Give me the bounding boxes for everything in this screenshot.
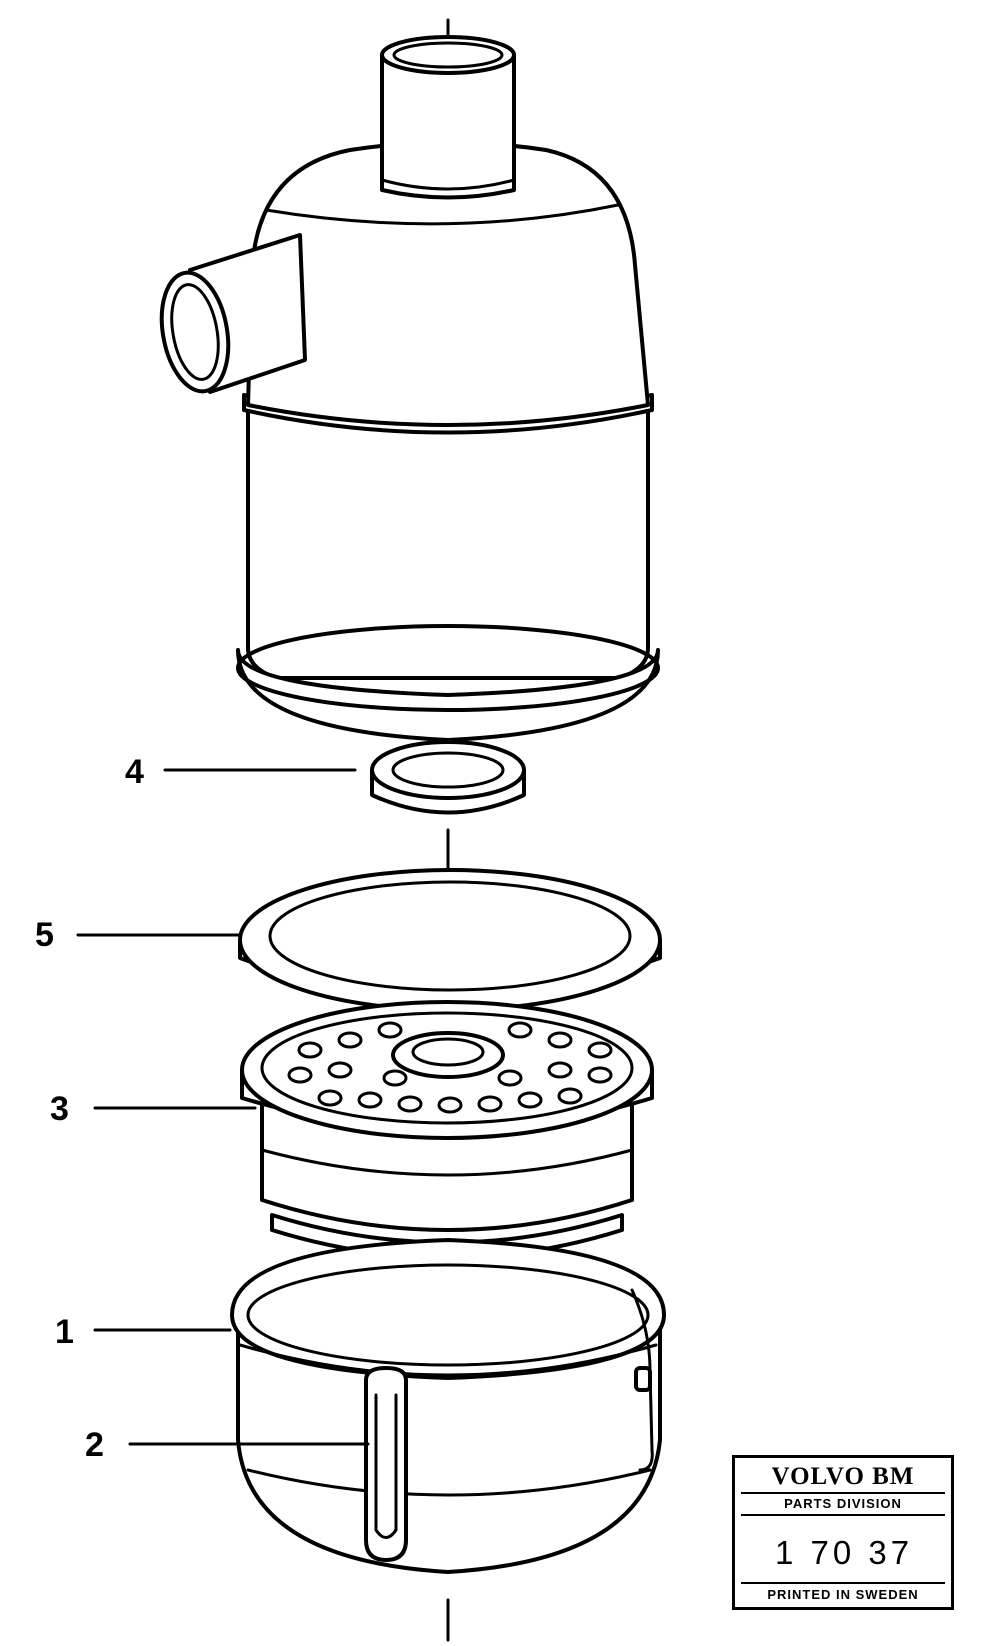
callout-4: 4 — [125, 753, 144, 791]
parts-stamp: VOLVO BM PARTS DIVISION 1 70 37 PRINTED … — [732, 1455, 954, 1610]
leader-lines — [76, 768, 370, 1446]
stamp-division: PARTS DIVISION — [741, 1496, 945, 1516]
stamp-printed: PRINTED IN SWEDEN — [741, 1582, 945, 1602]
gasket-ring-part-5 — [238, 868, 662, 1012]
callout-1: 1 — [55, 1313, 74, 1351]
clip-part-2 — [364, 1288, 654, 1562]
housing — [159, 35, 660, 742]
stamp-number: 1 70 37 — [775, 1534, 914, 1571]
dust-cup-part-1 — [230, 1238, 666, 1574]
sealing-ring-part-4 — [370, 740, 526, 815]
filter-element-part-3 — [240, 1000, 654, 1260]
callout-3: 3 — [50, 1090, 69, 1128]
stamp-brand: VOLVO BM — [741, 1463, 945, 1494]
callout-5: 5 — [35, 916, 54, 954]
callout-2: 2 — [85, 1426, 104, 1464]
